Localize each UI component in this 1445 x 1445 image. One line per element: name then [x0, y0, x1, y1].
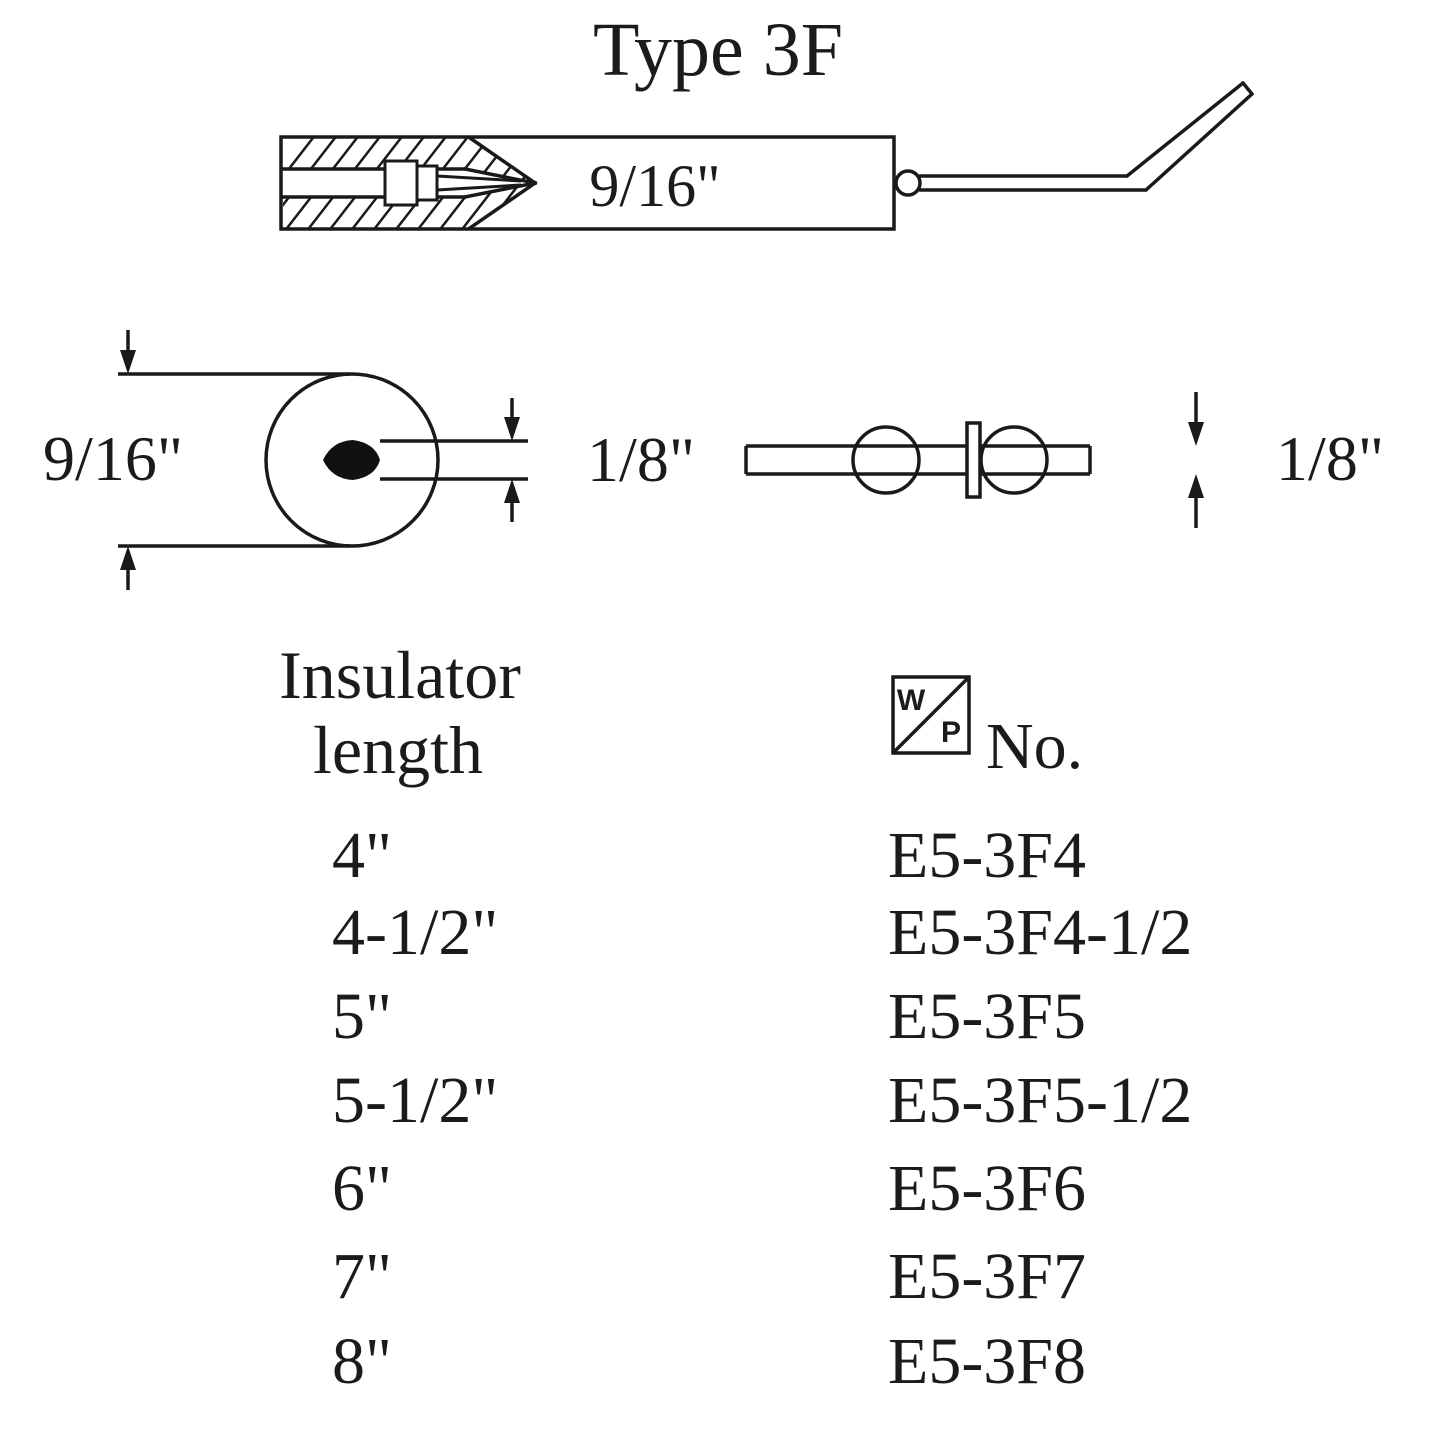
insulator-length-value: 4-1/2"	[332, 896, 499, 969]
connector-detail	[383, 159, 522, 207]
electrode-side-view-drawing	[744, 392, 1204, 528]
insulator-length-value: 5-1/2"	[332, 1064, 499, 1137]
part-number-value: E5-3F8	[888, 1325, 1086, 1398]
insulator-end-view-drawing	[118, 330, 528, 590]
wp-logo	[891, 675, 971, 755]
insulator-length-value: 5"	[332, 980, 392, 1053]
page-title: Type 3F	[592, 8, 844, 92]
insulator-diameter-label: 9/16"	[43, 423, 183, 494]
length-column-header-line1: Insulator	[279, 637, 521, 713]
wp-logo-letter-w: W	[896, 684, 926, 717]
rod-thickness-label: 1/8"	[1276, 423, 1384, 494]
wp-logo-letter-p: P	[940, 716, 962, 749]
insulator-length-value: 8"	[332, 1325, 392, 1398]
part-number-value: E5-3F4-1/2	[888, 896, 1193, 969]
insulator-length-value: 7"	[332, 1240, 392, 1313]
part-number-value: E5-3F5	[888, 980, 1086, 1053]
electrode-diameter-label: 1/8"	[587, 424, 695, 495]
part-number-value: E5-3F7	[888, 1240, 1086, 1313]
insulator-length-value: 6"	[332, 1152, 392, 1225]
part-number-value: E5-3F6	[888, 1152, 1086, 1225]
part-number-value: E5-3F4	[888, 819, 1086, 892]
part-number-column-header: No.	[986, 710, 1084, 783]
insulator-width-label: 9/16"	[589, 153, 721, 219]
insulator-length-value: 4"	[332, 819, 392, 892]
length-column-header-line2: length	[313, 712, 483, 788]
part-number-value: E5-3F5-1/2	[888, 1064, 1193, 1137]
electrode-cross-section	[323, 440, 380, 480]
electrode-wire	[894, 81, 1254, 197]
electrode-top-view-drawing	[279, 135, 896, 231]
